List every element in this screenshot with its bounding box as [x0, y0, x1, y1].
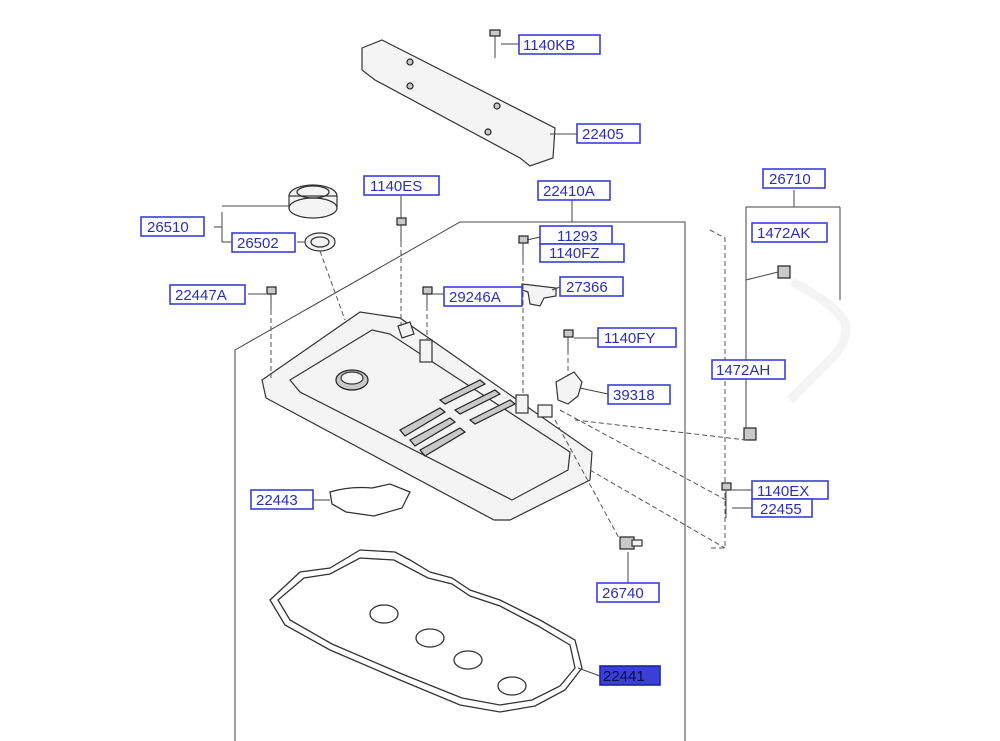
- pcv-hose-part: [743, 265, 851, 441]
- bolt-1140fy-part: [563, 329, 574, 350]
- assembly-frame: [234, 221, 686, 741]
- part-label-26510[interactable]: 26510: [140, 216, 205, 237]
- coil-cover-part: [361, 39, 556, 167]
- part-label-22455[interactable]: 22455: [751, 498, 813, 518]
- svg-text:1140FY: 1140FY: [604, 330, 655, 347]
- part-label-22405[interactable]: 22405: [576, 123, 641, 144]
- bolt-29246a-part: [422, 286, 433, 306]
- gasket-22443-part: [329, 483, 411, 517]
- gasket-22441-part: [269, 549, 583, 713]
- bolt-1140kb-part: [489, 29, 501, 58]
- part-label-1140kb[interactable]: 1140KB: [518, 34, 601, 55]
- part-label-1472ah[interactable]: 1472AH: [711, 359, 786, 380]
- leader-lines: [214, 43, 841, 677]
- svg-text:1472AK: 1472AK: [757, 225, 810, 242]
- svg-text:1472AH: 1472AH: [716, 362, 770, 379]
- part-label-11293[interactable]: 11293: [539, 225, 613, 245]
- part-label-1140ex[interactable]: 1140EX: [751, 480, 829, 500]
- svg-text:22443: 22443: [256, 492, 298, 509]
- svg-text:26710: 26710: [769, 171, 811, 188]
- part-label-1140fy[interactable]: 1140FY: [597, 327, 677, 348]
- svg-text:39318: 39318: [613, 387, 655, 404]
- svg-text:1140FZ: 1140FZ: [549, 245, 600, 262]
- bracket-27366-part: [521, 283, 557, 307]
- breather-frame: [709, 229, 726, 549]
- svg-text:22405: 22405: [582, 126, 624, 143]
- part-label-27366[interactable]: 27366: [559, 276, 624, 297]
- part-label-1140es[interactable]: 1140ES: [363, 175, 440, 196]
- svg-text:11293: 11293: [557, 228, 598, 245]
- bolt-22447a-part: [266, 286, 277, 310]
- assembly-dashed-lines: [270, 242, 747, 549]
- svg-text:29246A: 29246A: [449, 289, 501, 306]
- part-label-29246a[interactable]: 29246A: [443, 286, 523, 307]
- part-label-1472ak[interactable]: 1472AK: [751, 222, 828, 243]
- part-label-39318[interactable]: 39318: [607, 384, 671, 405]
- svg-text:1140ES: 1140ES: [370, 178, 422, 195]
- part-label-22443[interactable]: 22443: [250, 489, 314, 510]
- oil-filler-cap-part: [288, 184, 338, 219]
- part-label-26502[interactable]: 26502: [231, 232, 296, 253]
- bolt-1140ex-part: [721, 482, 732, 518]
- cylinder-head-cover-part: [261, 311, 593, 521]
- svg-text:22455: 22455: [760, 501, 802, 518]
- svg-text:26502: 26502: [237, 235, 279, 252]
- bolt-1140es-part: [396, 217, 407, 242]
- bolt-11293-part: [518, 235, 529, 260]
- part-label-22447a[interactable]: 22447A: [169, 284, 246, 305]
- svg-text:22441: 22441: [603, 668, 645, 685]
- sensor-39318-part: [555, 371, 583, 405]
- svg-text:22447A: 22447A: [175, 287, 227, 304]
- cap-gasket-part: [304, 232, 336, 252]
- svg-text:26740: 26740: [602, 585, 644, 602]
- svg-text:1140KB: 1140KB: [523, 37, 575, 54]
- svg-text:27366: 27366: [566, 279, 608, 296]
- svg-text:26510: 26510: [147, 219, 189, 236]
- part-label-26710[interactable]: 26710: [762, 168, 826, 189]
- svg-text:22410A: 22410A: [543, 183, 595, 200]
- part-label-22410a[interactable]: 22410A: [537, 180, 611, 201]
- part-label-1140fz[interactable]: 1140FZ: [539, 243, 625, 263]
- part-label-26740[interactable]: 26740: [596, 582, 660, 603]
- part-label-22441[interactable]: 22441: [599, 665, 661, 686]
- svg-text:1140EX: 1140EX: [757, 483, 809, 500]
- valve-26740-part: [619, 536, 643, 550]
